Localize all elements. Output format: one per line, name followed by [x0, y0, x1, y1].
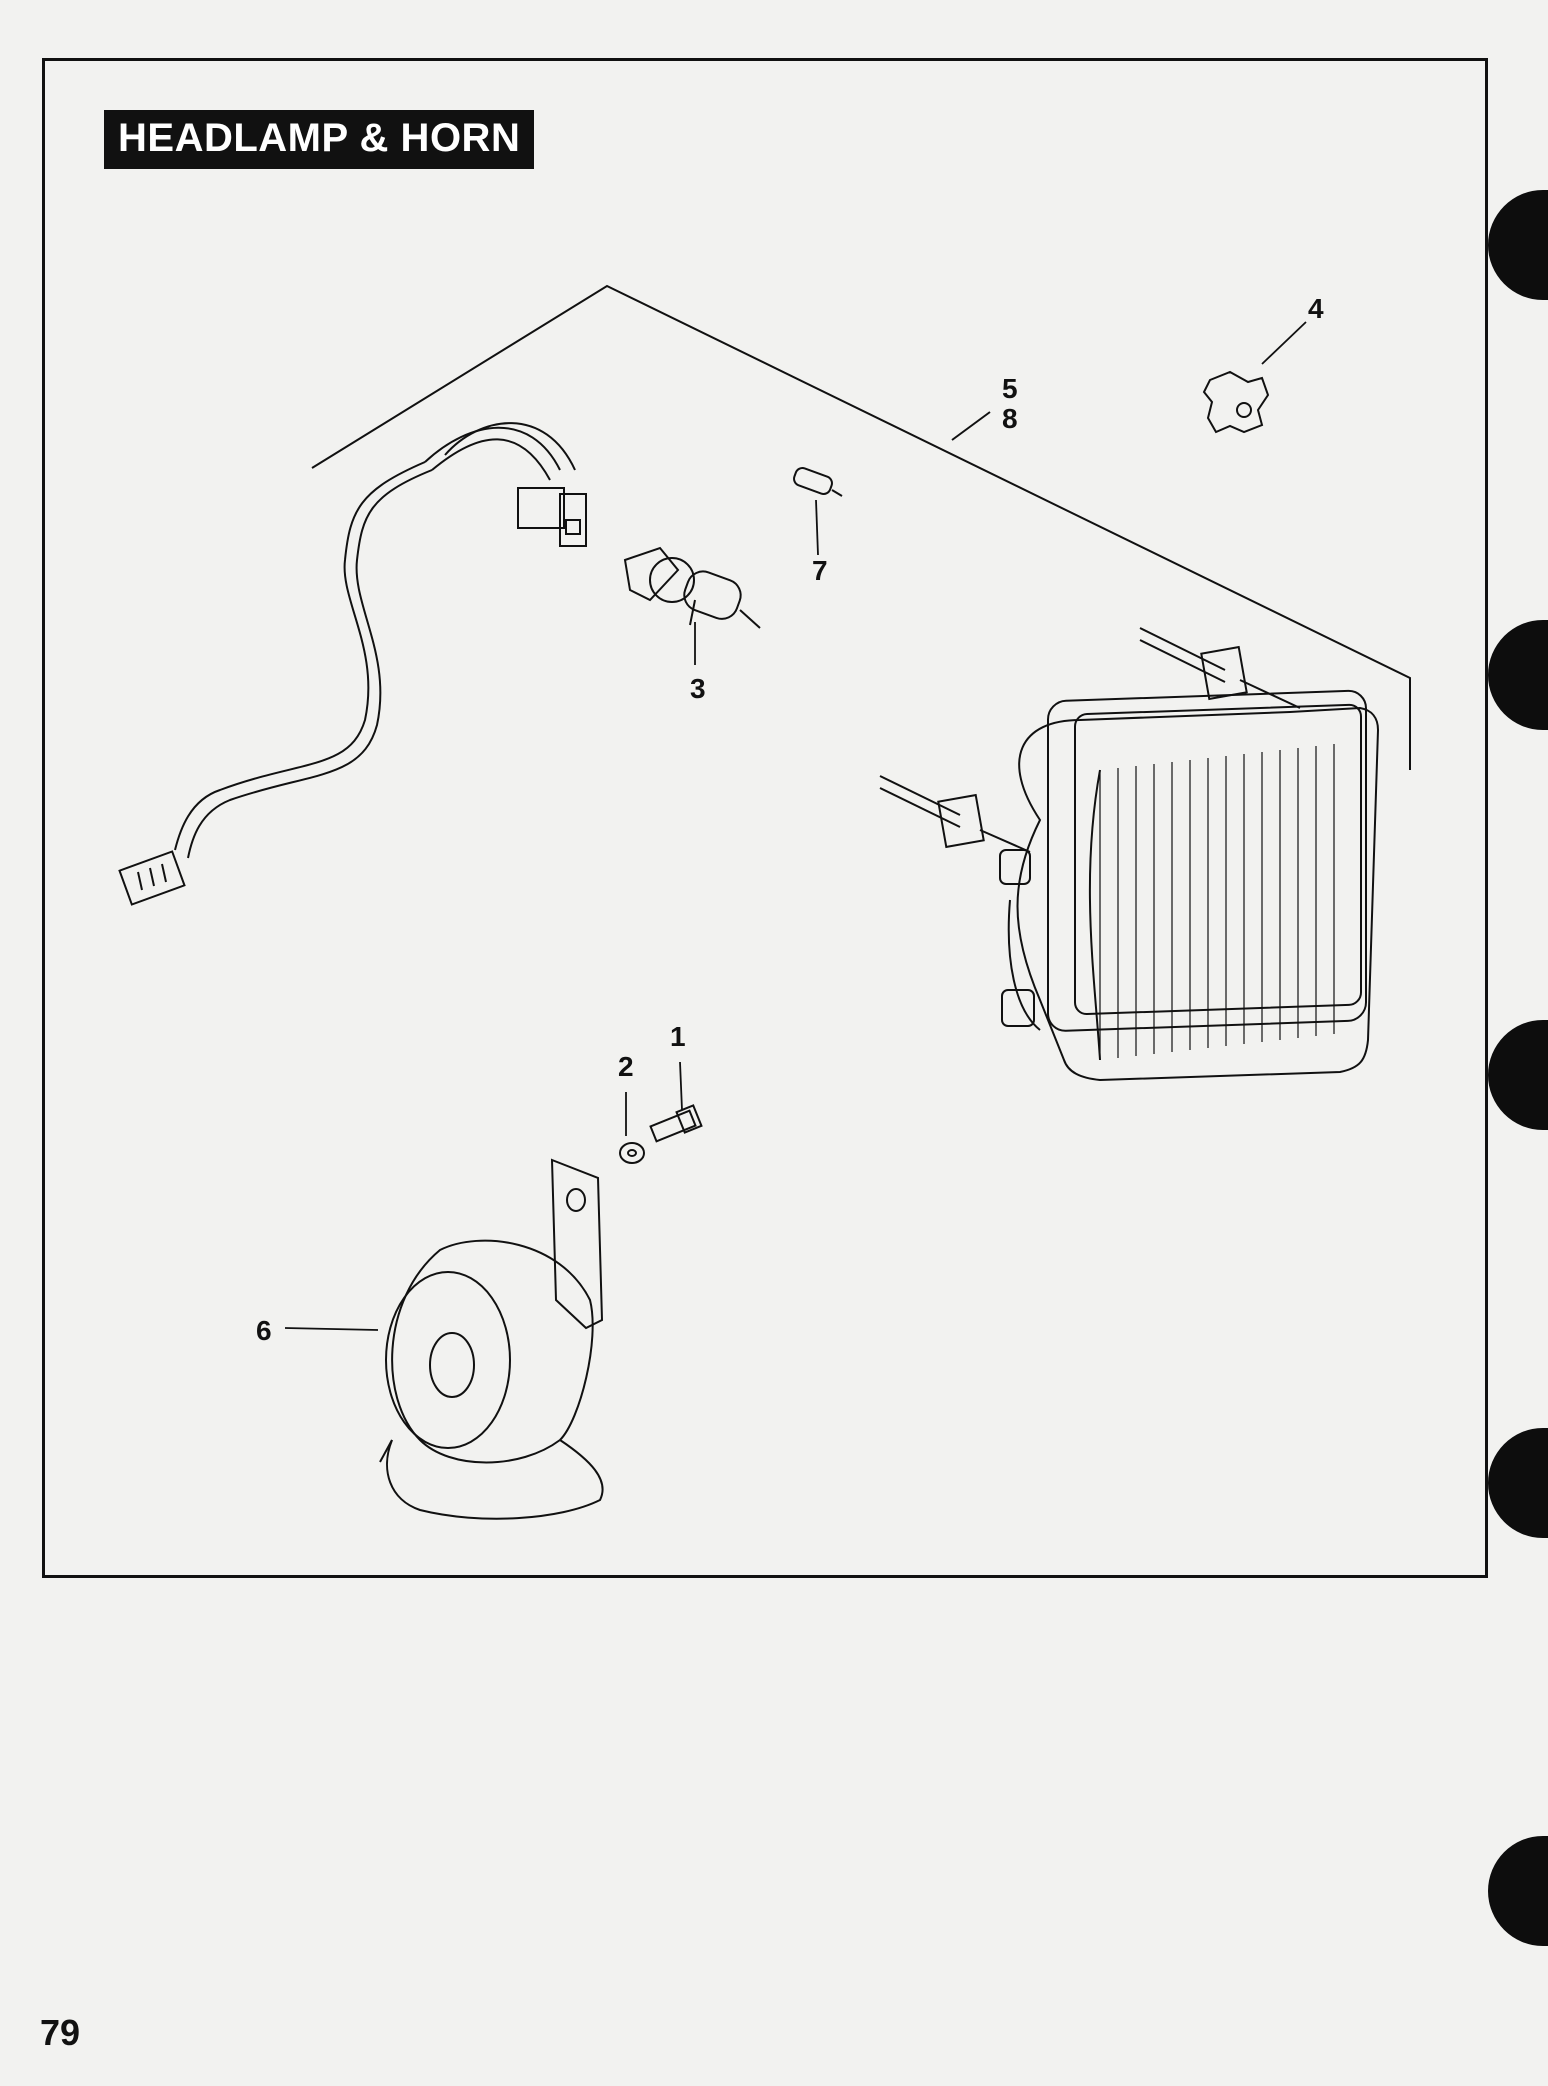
- callout-8: 8: [1002, 403, 1018, 434]
- headlamp-bulb: [623, 546, 761, 629]
- wiring-harness: [118, 422, 587, 906]
- adjuster-screws: [879, 627, 1301, 853]
- callout-2: 2: [618, 1051, 634, 1082]
- page-title: HEADLAMP & HORN: [104, 110, 535, 169]
- callout-5: 5: [1002, 373, 1018, 404]
- page-number: 79: [40, 2012, 81, 2053]
- horn: [379, 1158, 604, 1520]
- leader-lines: [284, 321, 1307, 1331]
- callout-3: 3: [690, 673, 706, 704]
- callout-1: 1: [670, 1021, 686, 1052]
- callout-7: 7: [812, 555, 828, 586]
- horn-washer: [619, 1142, 645, 1164]
- horn-screw: [649, 1104, 703, 1143]
- assembly-bracket-lines: [311, 284, 1411, 770]
- adjuster-knob: [1202, 370, 1270, 434]
- diagram-frame: [42, 58, 1488, 1578]
- position-bulb: [793, 467, 843, 497]
- headlamp-housing: [999, 689, 1380, 1082]
- callout-4: 4: [1308, 293, 1324, 324]
- callout-6: 6: [256, 1315, 272, 1346]
